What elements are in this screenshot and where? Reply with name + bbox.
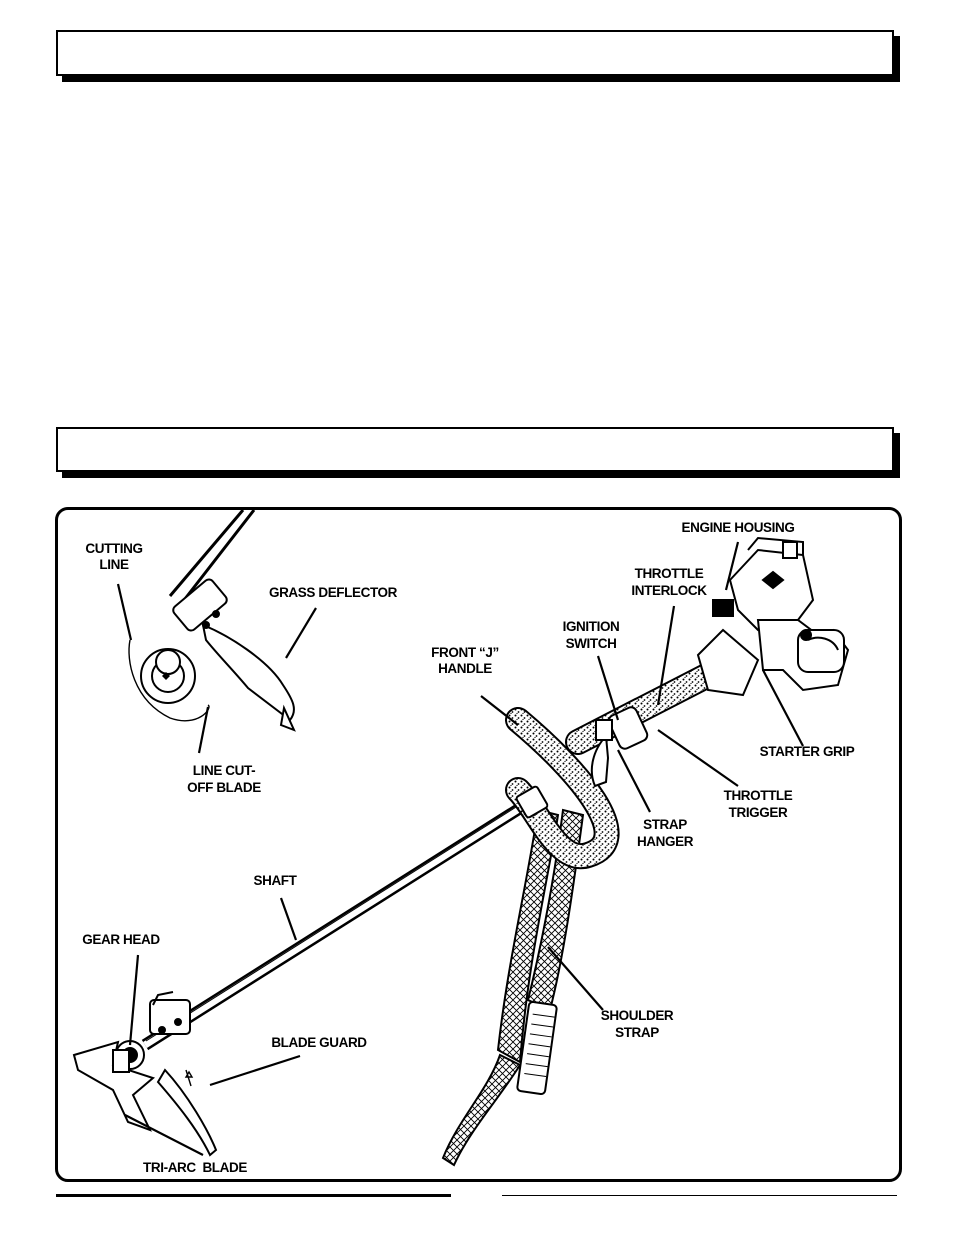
label-strap-hanger-1: STRAP <box>643 817 687 832</box>
label-strap-hanger-2: HANGER <box>637 834 694 849</box>
label-tri-arc-blade: TRI-ARC BLADE <box>143 1160 247 1175</box>
label-shoulder-strap-1: SHOULDER <box>601 1008 674 1023</box>
footer-rule-right <box>502 1195 897 1196</box>
label-shoulder-strap-2: STRAP <box>615 1025 659 1040</box>
label-cutting-line-2: LINE <box>99 557 129 572</box>
header-title-box <box>56 30 894 76</box>
label-starter-grip: STARTER GRIP <box>760 744 855 759</box>
trimmer-parts-figure: CUTTING LINE GRASS DEFLECTOR LINE CUT- O… <box>55 507 902 1182</box>
label-cutting-line-1: CUTTING <box>85 541 142 556</box>
trimmer-diagram: CUTTING LINE GRASS DEFLECTOR LINE CUT- O… <box>72 510 855 1175</box>
label-front-j-handle-2: HANDLE <box>438 661 492 676</box>
label-ignition-switch-1: IGNITION <box>563 619 620 634</box>
label-blade-guard: BLADE GUARD <box>271 1035 367 1050</box>
label-line-cutoff-blade-2: OFF BLADE <box>187 780 261 795</box>
blade-assembly-illustration <box>72 991 218 1157</box>
label-throttle-trigger-1: THROTTLE <box>724 788 793 803</box>
label-engine-housing: ENGINE HOUSING <box>682 520 795 535</box>
part-labels: CUTTING LINE GRASS DEFLECTOR LINE CUT- O… <box>82 520 855 1175</box>
label-front-j-handle-1: FRONT “J” <box>431 645 499 660</box>
cutting-head-illustration <box>128 510 296 732</box>
leader-lines <box>116 541 804 1156</box>
label-throttle-interlock-1: THROTTLE <box>635 566 704 581</box>
label-throttle-interlock-2: INTERLOCK <box>631 583 707 598</box>
section-title-box <box>56 427 894 472</box>
label-line-cutoff-blade-1: LINE CUT- <box>193 763 255 778</box>
footer-rule-left <box>56 1194 451 1197</box>
rear-handle-illustration <box>565 657 731 788</box>
engine-illustration <box>696 536 850 697</box>
label-grass-deflector: GRASS DEFLECTOR <box>269 585 398 600</box>
label-shaft: SHAFT <box>254 873 298 888</box>
j-handle-illustration <box>505 707 620 870</box>
shaft-illustration <box>141 794 537 1051</box>
label-ignition-switch-2: SWITCH <box>566 636 617 651</box>
label-gear-head: GEAR HEAD <box>82 932 160 947</box>
label-throttle-trigger-2: TRIGGER <box>729 805 788 820</box>
